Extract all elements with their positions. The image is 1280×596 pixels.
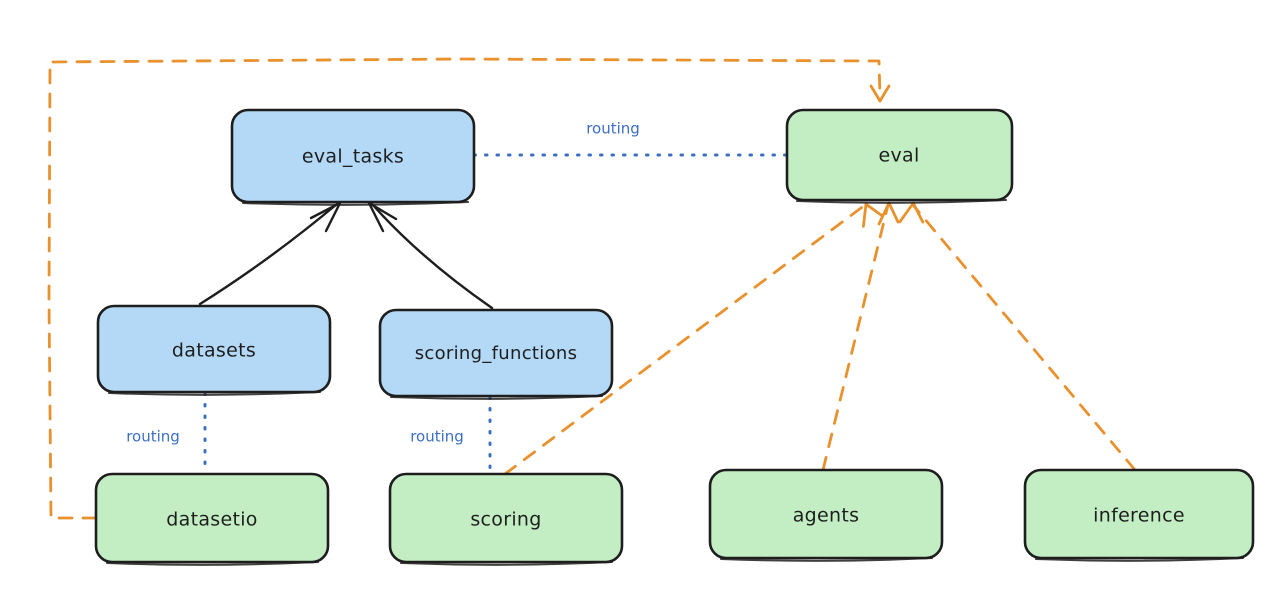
node-label-scoring-functions: scoring_functions bbox=[415, 343, 578, 364]
node-label-eval: eval bbox=[878, 145, 919, 167]
node-datasets[interactable]: datasets bbox=[96, 304, 332, 396]
edge-datasetio-eval bbox=[47, 57, 891, 520]
node-eval-tasks[interactable]: eval_tasks bbox=[230, 108, 476, 206]
edge-label-routing-scoring: routing bbox=[410, 428, 464, 446]
node-label-agents: agents bbox=[793, 505, 860, 527]
node-scoring[interactable]: scoring bbox=[388, 472, 624, 566]
node-agents[interactable]: agents bbox=[708, 468, 944, 562]
edge-datasets-eval_tasks bbox=[198, 201, 342, 306]
node-eval[interactable]: eval bbox=[785, 108, 1014, 204]
edge-inference-eval bbox=[898, 201, 1137, 472]
node-label-datasets: datasets bbox=[172, 340, 256, 362]
node-scoring-functions[interactable]: scoring_functions bbox=[378, 308, 614, 400]
node-inference[interactable]: inference bbox=[1023, 468, 1255, 562]
edge-agents-eval bbox=[821, 201, 900, 472]
edge-label-routing-datasetio: routing bbox=[126, 428, 180, 446]
node-label-datasetio: datasetio bbox=[166, 509, 257, 531]
edge-scoring-eval bbox=[503, 202, 884, 476]
node-label-eval-tasks: eval_tasks bbox=[302, 146, 404, 168]
node-label-inference: inference bbox=[1093, 505, 1185, 527]
edge-scoringfunctions-eval_tasks bbox=[367, 201, 494, 310]
node-datasetio[interactable]: datasetio bbox=[94, 472, 330, 566]
node-label-scoring: scoring bbox=[470, 509, 541, 531]
edge-label-routing-eval: routing bbox=[586, 120, 640, 138]
